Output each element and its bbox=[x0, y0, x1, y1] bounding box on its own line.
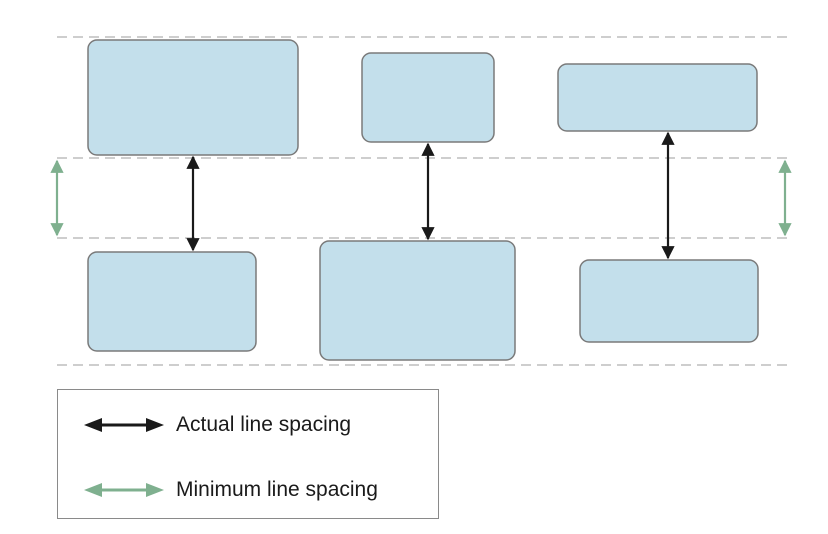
box-upper-right bbox=[557, 63, 758, 132]
actual-spacing-arrows bbox=[186, 131, 675, 260]
legend-label-actual: Actual line spacing bbox=[176, 413, 352, 436]
black-double-arrow-icon bbox=[58, 415, 176, 435]
green-double-arrow-icon bbox=[58, 480, 176, 500]
legend-item-actual: Actual line spacing bbox=[58, 405, 351, 445]
box-upper-middle bbox=[361, 52, 495, 143]
lower-row bbox=[87, 240, 759, 361]
legend: Actual line spacing Minimum line spacing bbox=[57, 389, 439, 519]
box-lower-right bbox=[579, 259, 759, 343]
box-upper-left bbox=[87, 39, 299, 156]
minimum-spacing-arrows bbox=[50, 159, 792, 237]
box-lower-middle bbox=[319, 240, 516, 361]
box-lower-left bbox=[87, 251, 257, 352]
legend-item-minimum: Minimum line spacing bbox=[58, 470, 378, 510]
upper-row bbox=[87, 39, 758, 156]
legend-label-minimum: Minimum line spacing bbox=[176, 478, 378, 501]
